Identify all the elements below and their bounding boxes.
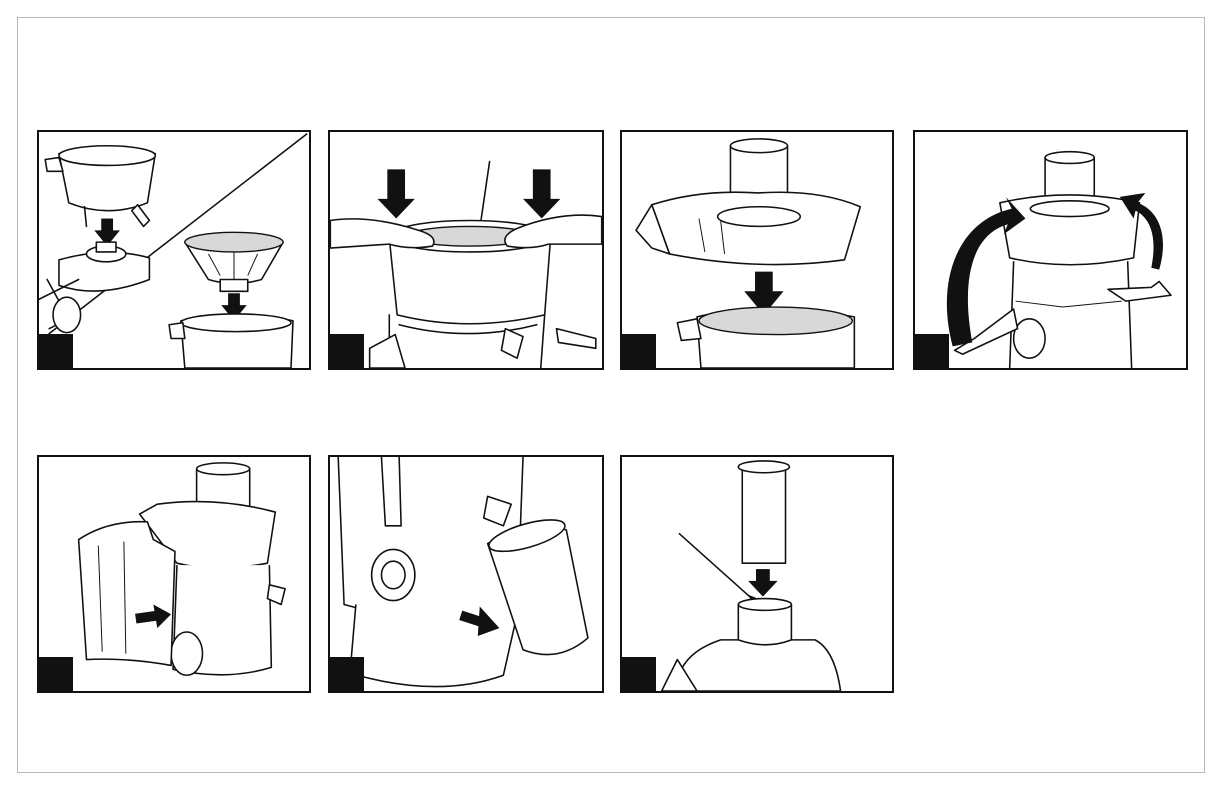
step-5-illustration [39,457,309,691]
step-3-badge [622,334,656,368]
step-2-illustration [330,132,602,368]
right-clamp [1108,281,1171,301]
arrow-down-icon [748,569,777,597]
step-3-illustration [622,132,892,368]
arrow-down-icon [378,169,415,218]
step-4-panel [913,130,1188,370]
left-hand [330,219,434,248]
step-1-panel [37,130,311,370]
step-6-illustration [330,457,602,691]
step-7-badge [622,657,656,691]
step-7-illustration [622,457,892,691]
step-3-panel [620,130,894,370]
step-4-illustration [915,132,1186,368]
sieve-filter [699,307,852,335]
step-6-badge [330,657,364,691]
step-5-panel [37,455,311,693]
step-4-badge [915,334,949,368]
arrow-down-icon [523,169,560,218]
juicer-lid [677,640,840,691]
step-2-panel [328,130,604,370]
food-pusher [742,467,785,563]
pulp-container [79,522,175,666]
right-hand [505,215,602,248]
step-1-illustration [39,132,309,368]
step-1-badge [39,334,73,368]
juicer-lid [652,192,860,264]
step-6-panel [328,455,604,693]
step-5-badge [39,657,73,691]
step-7-panel [620,455,894,693]
step-2-badge [330,334,364,368]
